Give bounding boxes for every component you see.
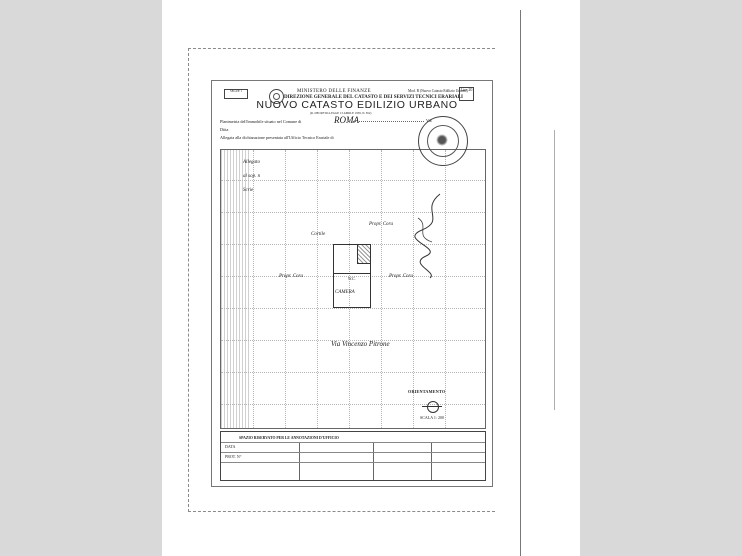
label-proprieta-top: Propr. Cora: [369, 222, 393, 227]
prot-label: PROT. N°: [225, 454, 242, 459]
signature-icon: [414, 193, 441, 279]
grid-line: [221, 404, 485, 405]
office-row: [221, 462, 485, 463]
grid-line: [349, 150, 350, 428]
north-arrow-icon: [422, 401, 442, 413]
model-box: Lire 20: [459, 87, 474, 101]
office-col: [299, 442, 300, 480]
orientation-label: ORIENTAMENTO: [408, 389, 446, 394]
directorate-line: DIREZIONE GENERALE DEL CATASTO E DEI SER…: [284, 95, 463, 100]
grid-line: [221, 180, 485, 181]
outer-frame: [188, 48, 495, 512]
scanned-page: SEGUE 1 MINISTERO DELLE FINANZE DIREZION…: [162, 0, 580, 556]
stair-block: [357, 244, 371, 264]
grid-line: [381, 150, 382, 428]
office-title: SPAZIO RISERVATO PER LE ANNOTAZIONI D'UF…: [239, 436, 339, 440]
ditta-label: Ditta: [220, 127, 229, 132]
attachment-line: Allegata alla dichiarazione presentata a…: [220, 135, 334, 140]
dotted-fill: [348, 121, 424, 122]
office-annotation-box: SPAZIO RISERVATO PER LE ANNOTAZIONI D'UF…: [220, 431, 486, 481]
label-camera: CAMERA: [335, 290, 355, 295]
emblem-icon: [269, 89, 284, 104]
grid-line: [221, 212, 485, 213]
label-wc: W.C.: [348, 276, 356, 281]
label-cortile: Cortile: [311, 232, 326, 237]
planimetry-line: Planimetria dell'immobile situato nel Co…: [220, 119, 302, 124]
page-title: NUOVO CATASTO EDILIZIO URBANO: [256, 99, 458, 111]
scan-noise: [221, 150, 249, 428]
model-note: Mod. B (Nuovo Catasto Edilizio Urbano): [408, 89, 468, 93]
floor-plan: Allegato al sop. n Scrie Cortile Propr. …: [220, 149, 486, 429]
ministry-line: MINISTERO DELLE FINANZE: [297, 89, 371, 94]
grid-line: [445, 150, 446, 428]
sub-note: (R. DECRETO-LEGGE 13 APRILE 1939, N. 652…: [310, 111, 372, 115]
official-seal-icon: [418, 116, 468, 166]
label-proprieta-right: Propr. Cora: [389, 274, 413, 279]
grid-line: [413, 150, 414, 428]
office-col: [373, 442, 374, 480]
data-label: DATA: [225, 444, 236, 449]
grid-line: [285, 150, 286, 428]
margin-note: al sop. n: [243, 174, 261, 179]
grid-line: [253, 150, 254, 428]
office-row: [221, 452, 485, 453]
grid-line: [221, 276, 485, 277]
margin-note: Scrie: [243, 188, 254, 193]
scan-edge-line-faint: [554, 130, 555, 410]
office-row: [221, 442, 485, 443]
scan-edge-line: [520, 10, 521, 556]
office-col: [431, 442, 432, 480]
scale-label: SCALA 1: 200: [420, 415, 445, 420]
label-proprieta-left: Propr. Cora: [279, 274, 303, 279]
comune-value: ROMA: [334, 115, 359, 125]
label-street: Via Vincenzo Pitrone: [331, 340, 390, 348]
corner-stamp: SEGUE 1: [224, 89, 248, 99]
grid-line: [221, 308, 485, 309]
grid-line: [317, 150, 318, 428]
grid-line: [221, 372, 485, 373]
grid-line: [221, 340, 485, 341]
margin-note: Allegato: [243, 160, 260, 165]
